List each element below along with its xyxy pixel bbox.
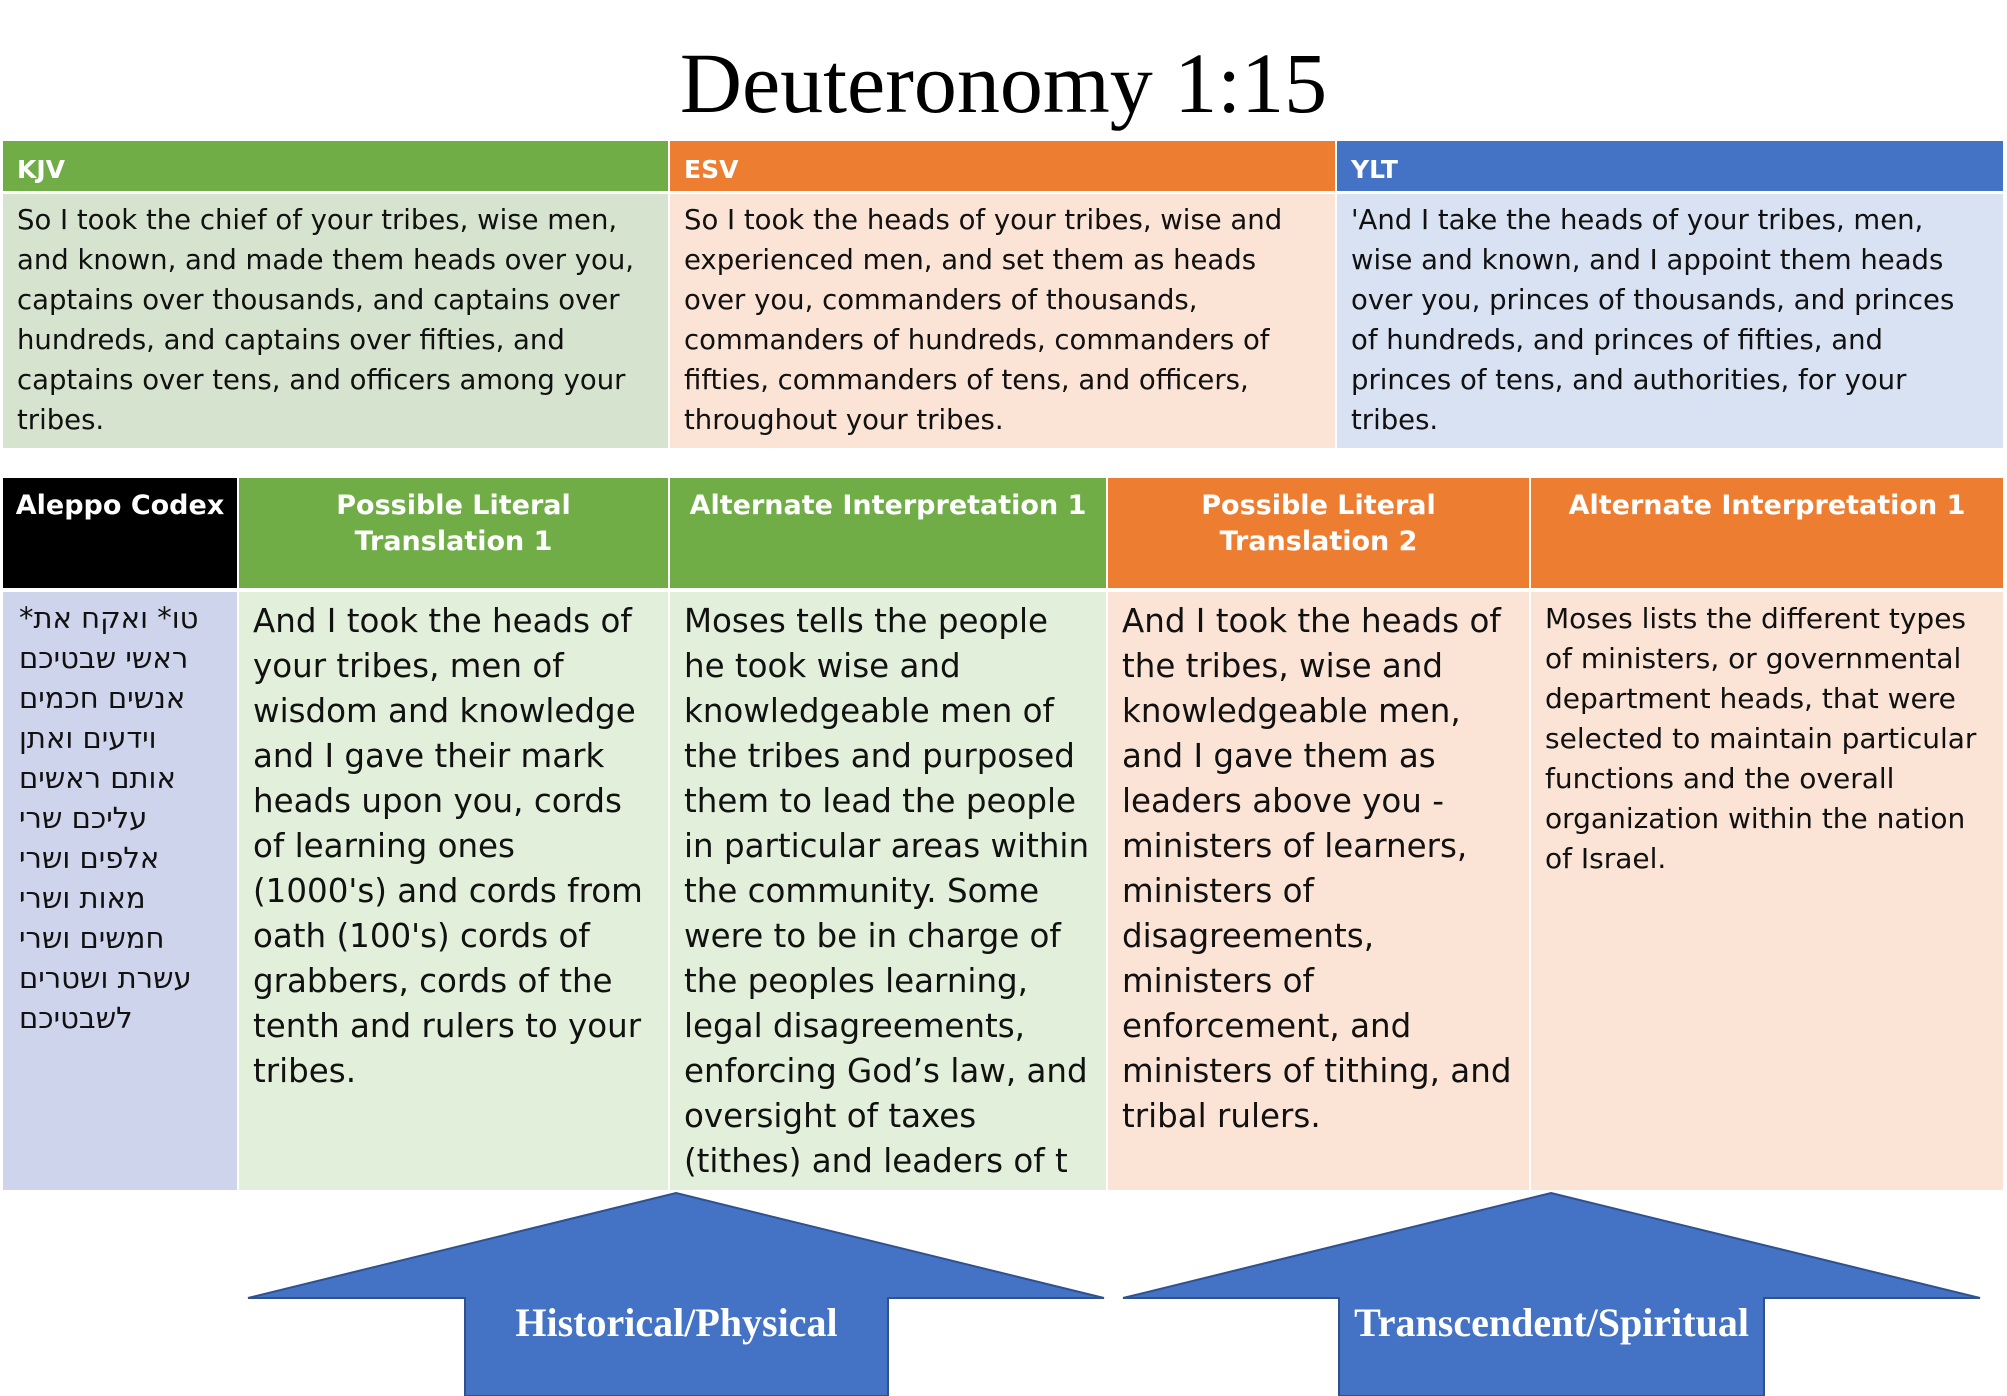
aleppo-codex-header: Aleppo Codex (3, 478, 237, 588)
kjv-header: KJV (3, 141, 668, 191)
hebrew-line: לשבטיכם (19, 1001, 133, 1035)
transcendent-spiritual-arrow (1122, 1191, 1981, 1396)
historical-physical-label: Historical/Physical (515, 1300, 838, 1345)
alternate-interpretation-2-text: Moses lists the different types of minis… (1531, 592, 2003, 1190)
alternate-interpretation-1-text: Moses tells the people he took wise and … (670, 592, 1106, 1190)
historical-physical-arrow (247, 1191, 1105, 1396)
hebrew-line: אלפים ושרי (19, 841, 160, 875)
literal-translation-1-header: Possible Literal Translation 1 (239, 478, 668, 588)
hebrew-line: ראשי שבטיכם (19, 641, 189, 675)
page-title: Deuteronomy 1:15 (679, 35, 1328, 131)
ylt-text: 'And I take the heads of your tribes, me… (1337, 194, 2003, 448)
literal-translation-1-text: And I took the heads of your tribes, men… (239, 592, 668, 1190)
literal-translation-2-header: Possible Literal Translation 2 (1108, 478, 1529, 588)
ylt-header: YLT (1337, 141, 2003, 191)
transcendent-spiritual-label: Transcendent/Spiritual (1354, 1300, 1749, 1345)
literal-translation-2-text: And I took the heads of the tribes, wise… (1108, 592, 1529, 1190)
hebrew-line: מאות ושרי (19, 881, 146, 915)
hebrew-line: חמשים ושרי (19, 921, 165, 955)
aleppo-codex-text: טו* ואקח את* ראשי שבטיכם אנשים חכמים ויד… (3, 592, 237, 1190)
hebrew-line: טו* ואקח את* (19, 601, 199, 635)
hebrew-line: עשרת ושטרים (19, 961, 192, 995)
kjv-text: So I took the chief of your tribes, wise… (3, 194, 668, 448)
esv-text: So I took the heads of your tribes, wise… (670, 194, 1335, 448)
hebrew-line: עליכם שרי (19, 801, 148, 835)
hebrew-line: אותם ראשים (19, 761, 176, 795)
esv-header: ESV (670, 141, 1335, 191)
hebrew-line: וידעים ואתן (19, 721, 157, 755)
alternate-interpretation-1-header: Alternate Interpretation 1 (670, 478, 1106, 588)
alternate-interpretation-2-header: Alternate Interpretation 1 (1531, 478, 2003, 588)
hebrew-line: אנשים חכמים (19, 681, 186, 715)
